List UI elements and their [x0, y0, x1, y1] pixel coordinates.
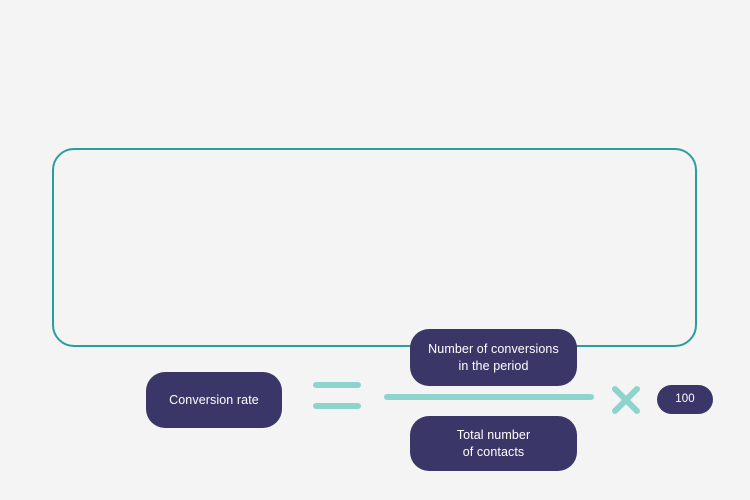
numerator-label: Number of conversions in the period: [428, 341, 559, 373]
equals-bar-top: [313, 382, 361, 388]
formula-card: Conversion rate Number of conversions in…: [52, 148, 713, 471]
fraction-bar: [384, 394, 594, 400]
equals-bar-bottom: [313, 403, 361, 409]
multiply-icon: [611, 385, 641, 415]
conversion-rate-label: Conversion rate: [169, 392, 259, 407]
equals-sign: [313, 382, 361, 417]
denominator-label: Total number of contacts: [456, 427, 531, 459]
denominator-box[interactable]: Total number of contacts: [410, 416, 577, 471]
multiplier-value-box[interactable]: 100: [657, 385, 713, 414]
numerator-box[interactable]: Number of conversions in the period: [410, 329, 577, 386]
multiplier-value-label: 100: [675, 392, 695, 405]
conversion-rate-box[interactable]: Conversion rate: [146, 372, 282, 428]
